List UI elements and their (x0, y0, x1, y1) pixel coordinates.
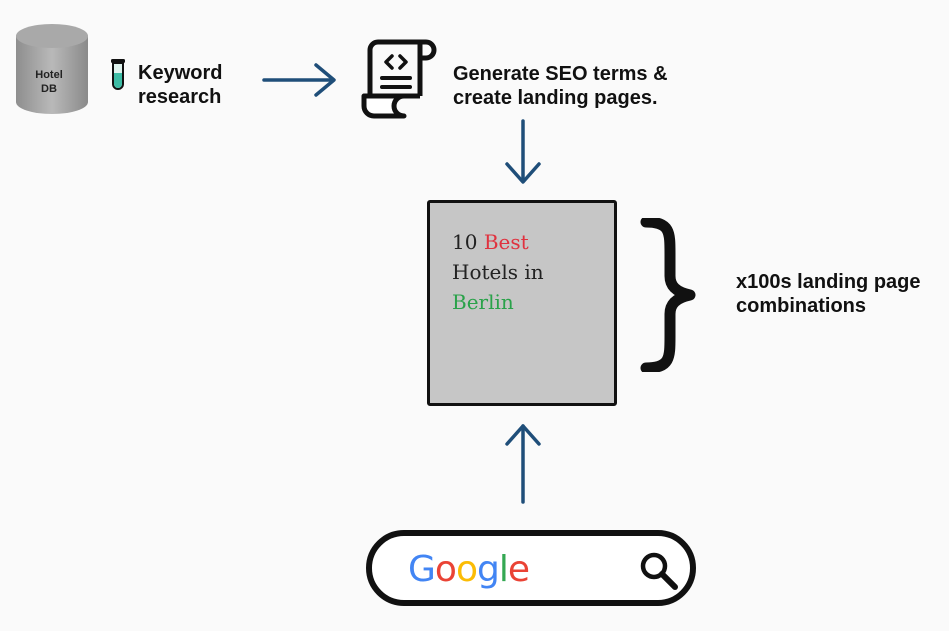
google-search-bar[interactable]: Google (366, 530, 696, 606)
generate-seo-label: Generate SEO terms & create landing page… (453, 63, 668, 109)
search-icon[interactable] (638, 550, 680, 592)
landing-page-title: 10 Best Hotels in Berlin (452, 227, 544, 317)
arrow-down (505, 119, 541, 184)
keyword-research-label: Keyword research (138, 62, 223, 108)
page-number: 10 (452, 230, 478, 254)
combinations-label: x100s landing page combinations (736, 271, 921, 317)
database-icon (16, 24, 88, 114)
arrow-right (262, 63, 336, 97)
page-city: Berlin (452, 290, 514, 314)
page-noun: Hotels in (452, 260, 544, 284)
scroll-code-icon (361, 39, 437, 119)
test-tube-icon (111, 59, 125, 90)
page-adjective: Best (483, 230, 529, 254)
database-label: Hotel DB (35, 69, 63, 95)
landing-page-card: 10 Best Hotels in Berlin (427, 200, 617, 406)
curly-brace (640, 218, 696, 372)
arrow-up (505, 424, 541, 504)
google-logo: Google (408, 549, 530, 590)
